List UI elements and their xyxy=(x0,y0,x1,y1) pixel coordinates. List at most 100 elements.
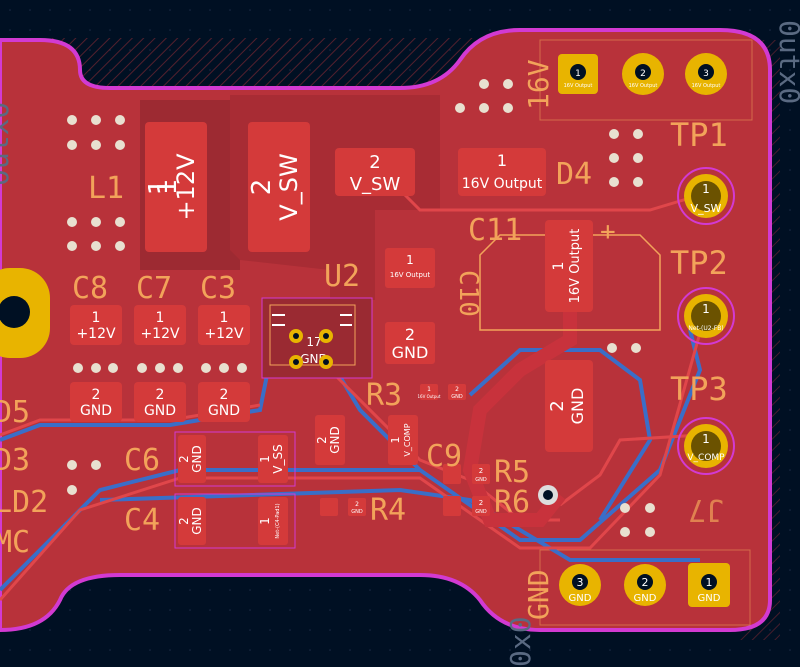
pad-C7-1-num: 1 xyxy=(156,310,165,326)
label-TP1: TP1 xyxy=(670,116,728,154)
pad-J7-2-num: 2 xyxy=(642,576,649,589)
pad-D4-1-num: 1 xyxy=(497,151,507,170)
pad-J-top-1-num: 1 xyxy=(575,69,581,79)
pad-C4-1-num: 1 xyxy=(258,517,272,525)
pad-R3-2-num: 2 xyxy=(455,386,459,393)
pad-TP2-net: Net-(U2-FB) xyxy=(688,325,723,332)
pad-J-top-2-num: 2 xyxy=(640,69,646,79)
pad-C11-1-net: 16V Output xyxy=(568,229,583,304)
pad-C8-2-num: 2 xyxy=(92,387,101,403)
pad-J-top-3-net: 16V Output xyxy=(692,83,721,89)
pad-C6-1-num: 1 xyxy=(258,455,272,463)
pad-TP2-num: 1 xyxy=(702,302,710,316)
pad-L1-1[interactable] xyxy=(145,122,207,252)
pad-C9-1-net: V_COMP xyxy=(403,423,412,456)
label-D5: D5 xyxy=(0,395,30,430)
pad-D4-2[interactable] xyxy=(335,148,415,196)
resistor-R4[interactable]: 2 GND xyxy=(320,498,366,516)
ic-U2[interactable]: 17 GND xyxy=(261,297,373,379)
cap-C4[interactable]: 2 GND 1 Net-(C4-Pad1) xyxy=(174,493,296,549)
pad-C9-1-num: 1 xyxy=(389,437,402,444)
cap-C7[interactable]: 1 +12V 2 GND xyxy=(134,305,186,422)
pad-C6-2-num: 2 xyxy=(177,455,191,463)
resistor-R5[interactable]: 2 GND xyxy=(443,464,490,484)
cap-C11[interactable]: 1 16V Output 2 GND xyxy=(479,220,661,452)
resistor-R3[interactable]: 1 16V Output 2 GND xyxy=(418,384,467,400)
label-LD2: LD2 xyxy=(0,485,48,520)
label-plus: + xyxy=(600,217,616,247)
pad-L1-2-net: V_SW xyxy=(275,153,303,220)
cap-C10[interactable]: 1 16V Output 2 GND xyxy=(385,248,435,364)
pad-C10-2-net: GND xyxy=(392,343,429,362)
pad-D4-1-net: 16V Output xyxy=(462,176,543,192)
pad-R4-2-num: 2 xyxy=(355,501,359,508)
svg-text:1: 1 xyxy=(153,179,183,196)
connector-top[interactable]: 1 16V Output 2 16V Output 3 16V Output xyxy=(558,53,727,95)
pad-R3-1-net: 16V Output xyxy=(418,394,441,399)
thick-trace xyxy=(462,310,577,527)
label-MC: MC xyxy=(0,525,30,560)
testpoint-TP3[interactable]: 1 V_COMP xyxy=(677,417,735,475)
pad-J7-2-net: GND xyxy=(634,593,657,604)
keepout-zone xyxy=(50,38,480,88)
pad-C11-2-num: 2 xyxy=(547,400,568,411)
pad-TP1-num: 1 xyxy=(702,182,710,196)
pad-U2-17-num: 17 xyxy=(306,335,321,349)
pad-C3-2-net: GND xyxy=(208,403,240,419)
pad-C3-1-num: 1 xyxy=(220,310,229,326)
pad-J7-3-num: 3 xyxy=(577,576,584,589)
pad-D4-1[interactable] xyxy=(458,148,546,196)
pad-TP1-net: V_SW xyxy=(691,202,722,215)
pad-C9-2-num: 2 xyxy=(315,436,329,444)
ghost-text-top-left: 0utx0 xyxy=(0,102,15,186)
ghost-text-top-right: 0utx0 xyxy=(773,20,800,104)
label-R5: R5 xyxy=(494,455,530,490)
pad-L1-2[interactable] xyxy=(248,122,310,252)
diode-D4[interactable]: 2 V_SW 1 16V Output xyxy=(335,148,546,196)
testpoint-TP2[interactable]: 1 Net-(U2-FB) xyxy=(677,287,735,345)
label-C11: C11 xyxy=(468,213,522,248)
testpoint-TP1[interactable]: 1 V_SW xyxy=(677,167,735,225)
pad-C8-1-net: +12V xyxy=(76,326,116,342)
label-16v: 16V xyxy=(522,59,555,110)
cap-C8[interactable]: 1 +12V 2 GND xyxy=(70,305,122,422)
pad-C8-1-num: 1 xyxy=(92,310,101,326)
inductor-L1[interactable]: 1 1 +12V 2 V_SW xyxy=(144,122,310,252)
pad-D4-2-num: 2 xyxy=(369,152,380,173)
label-C8: C8 xyxy=(72,271,108,306)
resistor-R6[interactable]: 2 GND xyxy=(443,496,490,516)
pad-C10-1-num: 1 xyxy=(406,253,414,267)
pad-C4-2-net: GND xyxy=(190,507,204,535)
pad-R4-2-net: GND xyxy=(351,509,363,515)
label-C4: C4 xyxy=(124,503,160,538)
label-J7: J7 xyxy=(688,492,724,527)
label-C9: C9 xyxy=(426,439,462,474)
label-TP3: TP3 xyxy=(670,370,728,408)
pad-C4-2-num: 2 xyxy=(177,517,191,525)
pad-J7-1-net: GND xyxy=(698,593,721,604)
pad-D4-2-net: V_SW xyxy=(350,174,401,195)
silkscreen-labels: L1 C8 C7 C3 C6 C4 U2 C11 + C10 C9 D4 D5 … xyxy=(0,59,728,620)
pad-C11-2-net: GND xyxy=(568,388,587,425)
label-gnd-edge: GND xyxy=(522,569,555,620)
pad-C6-2-net: GND xyxy=(190,445,204,473)
pad-R5-2-net: GND xyxy=(475,477,487,483)
connector-J7[interactable]: 3 GND 2 GND 1 GND xyxy=(559,563,730,607)
pad-C10-1-net: 16V Output xyxy=(390,271,430,279)
label-R6: R6 xyxy=(494,485,530,520)
cap-C3[interactable]: 1 +12V 2 GND xyxy=(198,305,250,422)
pad-J7-1-num: 1 xyxy=(706,576,713,589)
pad-J-top-1-net: 16V Output xyxy=(564,83,593,89)
pad-TP3-net: V_COMP xyxy=(687,453,725,463)
pad-C7-1-net: +12V xyxy=(140,326,180,342)
cap-C6[interactable]: 2 GND 1 V_SS xyxy=(174,431,296,487)
pad-L1-1-net: +12V xyxy=(172,153,200,221)
pad-J-top-2-net: 16V Output xyxy=(629,83,658,89)
pad-R3-1-num: 1 xyxy=(427,386,431,393)
pad-C9-2-net: GND xyxy=(328,426,342,454)
label-C3: C3 xyxy=(200,271,236,306)
cap-C9[interactable]: 2 GND 1 V_COMP xyxy=(315,415,418,465)
pad-C4-1-net: Net-(C4-Pad1) xyxy=(275,503,281,538)
